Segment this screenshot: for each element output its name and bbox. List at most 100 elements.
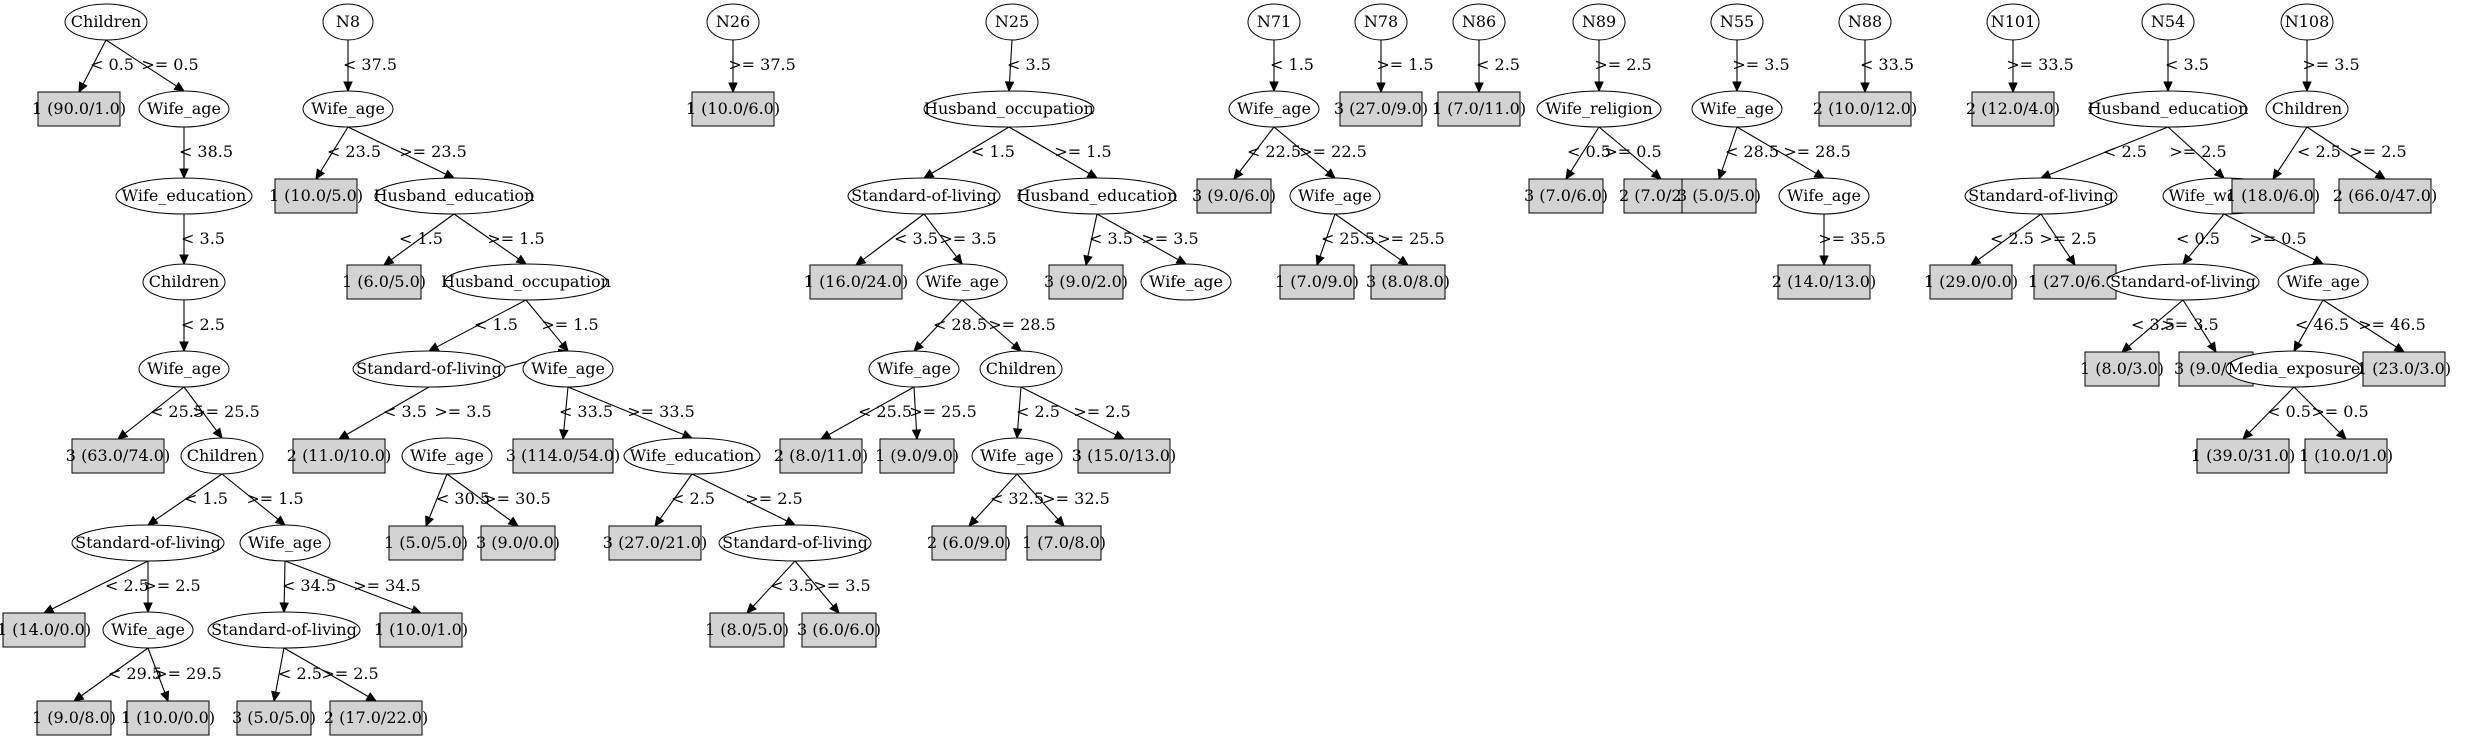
split-node: Children [979,350,1063,388]
edge-condition-label: >= 33.5 [2006,55,2074,74]
leaf-label: 1 (6.0/5.0) [342,272,426,291]
edge-line [446,473,512,522]
edge-line [1334,213,1401,261]
leaf-label: 3 (114.0/54.0) [506,446,621,465]
node-label: Husband_occupation [924,99,1094,118]
tree-edge: < 29.5 [72,647,162,702]
split-node: Wife_age [1140,263,1232,301]
tree-edge: >= 46.5 [2322,299,2426,353]
arrowhead-icon [117,429,129,440]
tree-edge: < 1.5 [922,126,1015,179]
edge-condition-label: < 25.5 [150,402,204,421]
edge-condition-label: < 25.5 [1321,229,1375,248]
edge-line [346,386,430,435]
edge-condition-label: >= 1.5 [1054,142,1111,161]
arrowhead-icon [829,602,840,614]
leaf-label: 1 (14.0/0.0) [0,620,91,639]
node-ellipse [2280,3,2334,41]
arrowhead-icon [2242,428,2254,440]
tree-edge: < 25.5 [1315,213,1375,267]
edge-line [1096,213,1179,261]
edge-condition-label: < 3.5 [1089,229,1133,248]
arrowhead-icon [728,82,738,94]
tree-edge: < 2.5 [2272,126,2341,181]
leaf-label: 3 (9.0/2.0) [1044,272,1128,291]
node-ellipse [180,437,264,475]
tree-edge: >= 0.5 [1598,126,1662,180]
arrowhead-icon [1594,81,1604,93]
leaf-box [274,178,358,214]
edge-condition-label: < 46.5 [2295,315,2349,334]
tree-edge: >= 1.5 [1008,126,1112,179]
leaf-box [709,612,785,648]
tree-edge: < 22.5 [1233,126,1301,180]
arrowhead-icon [654,515,665,528]
leaf-box [779,438,863,474]
arrowhead-icon [365,692,378,702]
arrowhead-icon [1565,168,1576,181]
arrowhead-icon [2008,82,2018,94]
leaf-box [1818,91,1912,127]
arrowhead-icon [1860,82,1870,94]
leaf-node: 2 (8.0/11.0) [774,438,868,474]
tree-edge: >= 1.5 [221,473,304,526]
edge-condition-label: < 1.5 [474,315,518,334]
node-ellipse [1572,3,1626,41]
leaf-node: 1 (5.0/5.0) [384,525,468,561]
edge-condition-label: < 1.5 [971,142,1015,161]
node-ellipse [1247,3,1301,41]
edge-condition-label: < 3.5 [1007,55,1051,74]
edge-line [2040,213,2071,258]
split-node: Wife_age [522,350,614,388]
node-label: Standard-of-living [211,620,357,639]
edge-condition-label: < 0.5 [2267,402,2311,421]
edge-condition-label: >= 0.5 [141,55,198,74]
leaf-node: 3 (6.0/6.0) [797,612,881,648]
edge-condition-label: < 30.5 [436,489,490,508]
leaf-label: 2 (14.0/13.0) [1772,272,1876,291]
leaf-box [71,438,165,474]
node-label: N25 [995,12,1029,31]
leaf-box [691,91,775,127]
arrowhead-icon [784,516,797,526]
node-label: Husband_education [1017,186,1178,205]
node-ellipse [352,350,506,388]
tree-edge: < 0.5 [2176,213,2225,265]
edge-condition-label: >= 37.5 [728,55,796,74]
leaf-node: 3 (7.0/6.0) [1524,178,1608,214]
edge-condition-label: >= 0.5 [2311,402,2368,421]
arrowhead-icon [1650,169,1662,180]
edge-condition-label: >= 2.5 [1073,402,1130,421]
arrowhead-icon [78,81,88,94]
node-ellipse [1838,3,1892,41]
edge-line [828,386,915,436]
edge-condition-label: < 2.5 [278,664,322,683]
split-node: Wife_age [401,437,493,475]
split-node: Standard-of-living [718,524,872,562]
edge-condition-label: < 0.5 [90,55,134,74]
arrowhead-icon [968,515,979,527]
edge-condition-label: < 33.5 [1860,55,1914,74]
edge-line [275,647,285,693]
edge-condition-label: >= 35.5 [1818,229,1886,248]
leaf-node: 1 (6.0/5.0) [342,264,426,300]
tree-edge: >= 2.5 [1020,386,1131,440]
tree-edge: < 25.5 [819,386,915,440]
arrowhead-icon [271,690,281,703]
node-ellipse [142,263,226,301]
edge-line [284,560,413,611]
leaf-label: 1 (8.0/3.0) [2080,359,2164,378]
node-label: Wife_age [410,446,484,465]
node-ellipse [979,350,1063,388]
node-label: Wife_age [147,99,221,118]
leaf-node: 3 (9.0/2.0) [1044,264,1128,300]
leaf-node: 3 (9.0/6.0) [1192,178,1276,214]
edge-line [659,473,693,519]
edge-line [183,386,218,432]
node-ellipse [64,3,148,41]
leaf-label: 1 (23.0/3.0) [2357,359,2451,378]
leaf-label: 2 (66.0/47.0) [2333,186,2437,205]
leaf-node: 3 (8.0/8.0) [1366,264,1450,300]
split-node: N25 [985,3,1039,41]
arrowhead-icon [1086,169,1099,179]
